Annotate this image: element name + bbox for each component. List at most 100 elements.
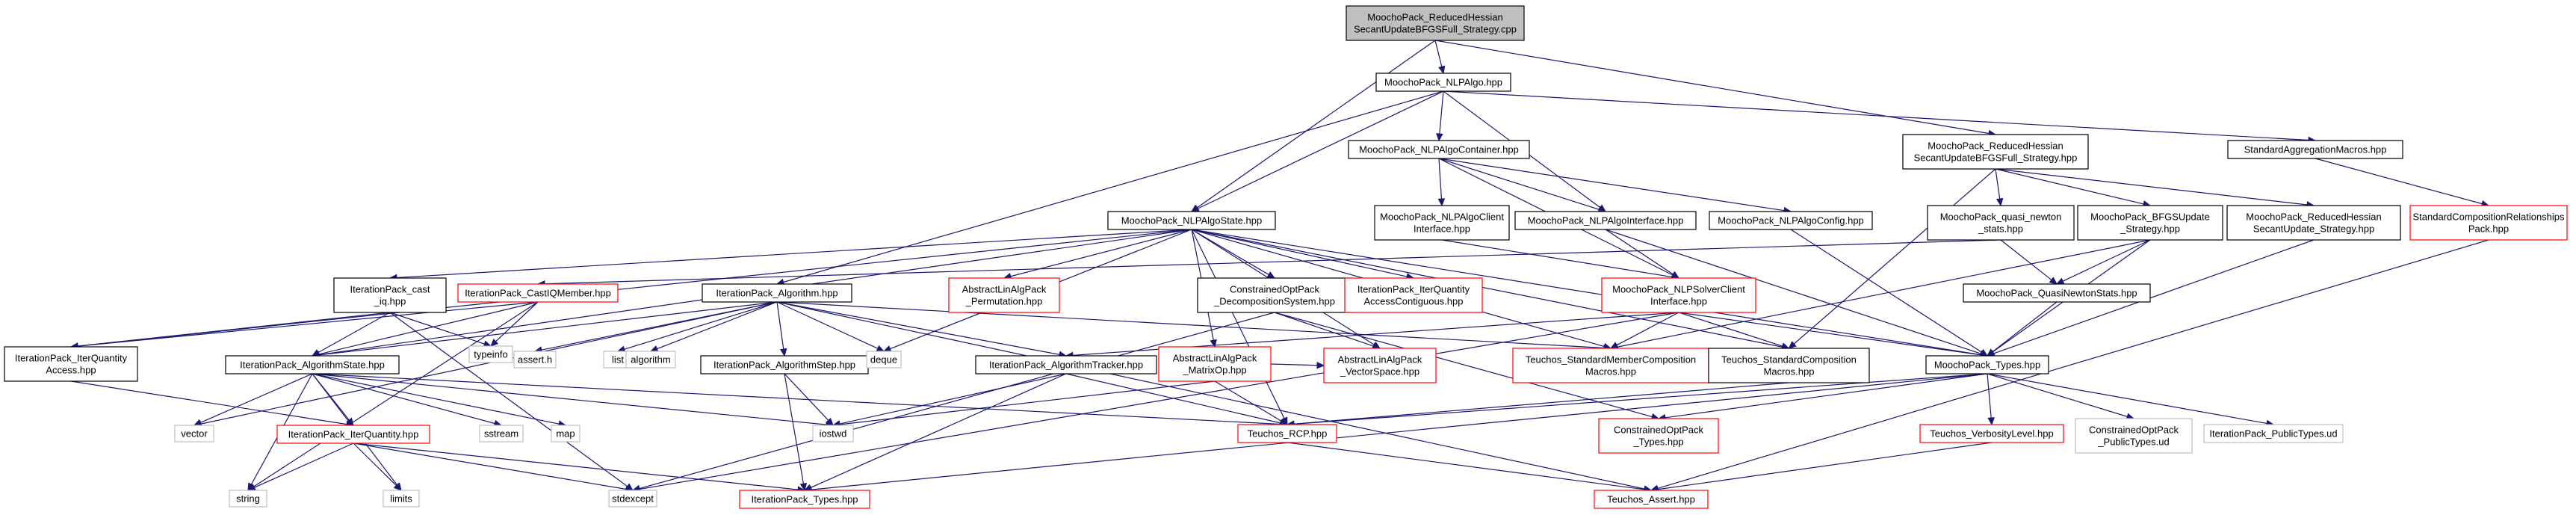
node-typeinfo: typeinfo	[468, 345, 513, 363]
edge-arrowhead	[882, 345, 892, 352]
edge-line	[1443, 90, 2309, 141]
node-box	[702, 283, 852, 303]
edge-arrowhead	[1671, 271, 1680, 279]
edge-line	[1987, 373, 2267, 425]
edge-line	[253, 443, 354, 488]
edge-nlpalgoif-to-nlpsolverclientif	[1605, 229, 1680, 279]
node-teuchos_verbosity[interactable]: Teuchos_VerbosityLevel.hpp	[1919, 424, 2064, 443]
node-algorithm_std: algorithm	[625, 351, 676, 369]
node-nlpalgo[interactable]: MoochoPack_NLPAlgo.hpp	[1375, 73, 1511, 92]
node-moocho_types[interactable]: MoochoPack_Types.hpp	[1925, 355, 2049, 374]
node-nlpalgostate[interactable]: MoochoPack_NLPAlgoState.hpp	[1107, 211, 1276, 230]
node-nlpalgocontainer[interactable]: MoochoPack_NLPAlgoContainer.hpp	[1348, 140, 1530, 159]
edge-arrowhead	[1316, 361, 1325, 369]
node-label: SecantUpdate_Strategy.hpp	[2253, 223, 2374, 235]
node-iteration_types[interactable]: IterationPack_Types.hpp	[739, 490, 870, 509]
node-abslinalg_matrixop[interactable]: AbstractLinAlgPack_MatrixOp.hpp	[1158, 346, 1272, 382]
node-box	[468, 345, 513, 363]
node-label: MoochoPack_QuasiNewtonStats.hpp	[1976, 288, 2137, 299]
edge-castiq-to-iterqty_access	[69, 312, 391, 350]
edge-nlpalgocontainer-to-nlpalgoclientif	[1437, 158, 1446, 207]
node-label: Pack.hpp	[2468, 223, 2509, 235]
node-label: IterationPack_AlgorithmStep.hpp	[713, 360, 855, 371]
node-algorithm[interactable]: IterationPack_Algorithm.hpp	[702, 283, 852, 303]
node-label: list	[612, 354, 624, 366]
node-algorithmtracker[interactable]: IterationPack_AlgorithmTracker.hpp	[975, 355, 1157, 374]
node-box	[1594, 490, 1709, 509]
edge-algorithmstate-to-vector	[193, 373, 313, 426]
node-label: MoochoPack_NLPAlgoClient	[1380, 212, 1504, 223]
node-iterquantity[interactable]: IterationPack_IterQuantity.hpp	[276, 425, 430, 444]
node-stdaggmacros[interactable]: StandardAggregationMacros.hpp	[2227, 140, 2403, 159]
node-label: _DecompositionSystem.hpp	[1213, 296, 1335, 307]
edge-line	[318, 301, 778, 356]
node-rhsu_strategy[interactable]: MoochoPack_ReducedHessianSecantUpdate_St…	[2226, 205, 2401, 241]
node-teuchos_assert[interactable]: Teuchos_Assert.hpp	[1594, 490, 1709, 509]
node-label: vector	[181, 428, 208, 440]
node-nlpalgoif[interactable]: MoochoPack_NLPAlgoInterface.hpp	[1514, 211, 1697, 230]
node-box	[2203, 424, 2344, 443]
edge-line	[77, 301, 539, 347]
edge-nlpalgo-to-stdaggmacros	[1443, 90, 2317, 144]
edge-line	[1214, 380, 1282, 422]
node-box	[225, 355, 400, 374]
node-vector: vector	[174, 425, 214, 443]
edge-line	[396, 229, 1192, 279]
edge-arrowhead	[1436, 133, 1443, 142]
edge-arrowhead	[779, 348, 787, 357]
edge-line	[353, 443, 627, 490]
node-box	[1158, 346, 1272, 382]
edge-iterquantity-to-string	[247, 443, 354, 491]
node-constrained_decomp[interactable]: ConstrainedOptPack_DecompositionSystem.h…	[1197, 277, 1352, 313]
node-rhsu_bfgs_full[interactable]: MoochoPack_ReducedHessianSecantUpdateBFG…	[1902, 134, 2089, 170]
node-algorithmstep[interactable]: IterationPack_AlgorithmStep.hpp	[700, 355, 869, 374]
edge-line	[776, 301, 1605, 349]
node-quasinewton[interactable]: MoochoPack_quasi_newton_stats.hpp	[1927, 205, 2075, 241]
node-castiqmember[interactable]: IterationPack_CastIQMember.hpp	[457, 283, 619, 303]
node-constrained_types[interactable]: ConstrainedOptPack_Types.hpp	[1598, 418, 1719, 454]
node-label: ConstrainedOptPack	[1230, 284, 1319, 295]
node-nlpalgoconfig[interactable]: MoochoPack_NLPAlgoConfig.hpp	[1709, 211, 1873, 230]
node-label: Teuchos_StandardMemberComposition	[1526, 354, 1696, 366]
node-castiq[interactable]: IterationPack_cast_iq.hpp	[333, 277, 447, 313]
node-iterqty_access_contig[interactable]: IterationPack_IterQuantityAccessContiguo…	[1344, 277, 1483, 313]
node-abslinalg_vecspace[interactable]: AbstractLinAlgPack_VectorSpace.hpp	[1323, 348, 1437, 383]
node-string: string	[229, 490, 267, 508]
edge-arrowhead	[876, 345, 885, 352]
node-label: AbstractLinAlgPack	[1173, 353, 1257, 364]
node-bfgsupdate[interactable]: MoochoPack_BFGSUpdate_Strategy.hpp	[2077, 205, 2223, 241]
node-algorithmstate[interactable]: IterationPack_AlgorithmState.hpp	[225, 355, 400, 374]
node-box	[1927, 205, 2075, 241]
edge-line	[1995, 168, 2308, 206]
edge-line	[1992, 301, 2058, 352]
edge-line	[1191, 229, 1783, 348]
node-label: IterationPack_IterQuantity.hpp	[288, 429, 419, 440]
edge-line	[1191, 229, 1285, 419]
node-quasinewtonstats[interactable]: MoochoPack_QuasiNewtonStats.hpp	[1963, 283, 2151, 303]
edge-line	[389, 312, 485, 345]
edge-algorithmstate-to-iostwd	[312, 373, 835, 428]
node-iostwd: iostwd	[812, 425, 854, 443]
node-box	[1919, 424, 2064, 443]
node-label: MoochoPack_NLPAlgoConfig.hpp	[1718, 215, 1864, 226]
node-abslinalg_perm[interactable]: AbstractLinAlgPack_Permutation.hpp	[948, 277, 1060, 313]
node-box	[2409, 205, 2568, 241]
node-root[interactable]: MoochoPack_ReducedHessianSecantUpdateBFG…	[1346, 5, 1525, 41]
node-label: MoochoPack_ReducedHessian	[1367, 12, 1502, 23]
node-label: MoochoPack_Types.hpp	[1934, 360, 2040, 371]
node-box	[333, 277, 447, 313]
node-box	[975, 355, 1157, 374]
edge-algorithmstate-to-sstream	[312, 373, 503, 428]
edge-line	[1995, 168, 2001, 200]
node-box	[1709, 211, 1873, 230]
node-teuchos_rcp[interactable]: Teuchos_RCP.hpp	[1237, 424, 1337, 443]
node-label: assert.h	[518, 354, 552, 366]
edge-line	[1197, 40, 1436, 209]
node-teuchos_stdmember[interactable]: Teuchos_StandardMemberCompositionMacros.…	[1512, 348, 1709, 383]
